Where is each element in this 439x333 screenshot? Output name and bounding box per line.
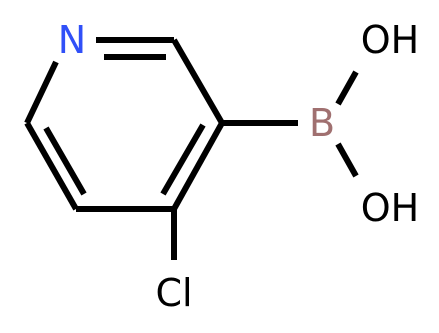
bond-b-oh-top [335,70,359,106]
pyridine-ring [24,37,225,212]
atom-nitrogen: N [58,18,86,62]
bond-c5-c6-double [43,126,87,196]
bond-c3-c4 [171,121,225,211]
bond-c5-c6 [24,121,79,211]
bond-c3-c4-double [160,123,206,196]
atom-hydroxyl-bottom: OH [361,186,419,230]
bond-c2-c3 [171,38,225,125]
atom-hydroxyl-top: OH [361,18,419,62]
bond-b-oh-bottom [335,142,359,178]
bond-c6-n [24,60,59,125]
atom-chlorine: Cl [155,271,192,315]
atom-boron: B [309,101,335,145]
